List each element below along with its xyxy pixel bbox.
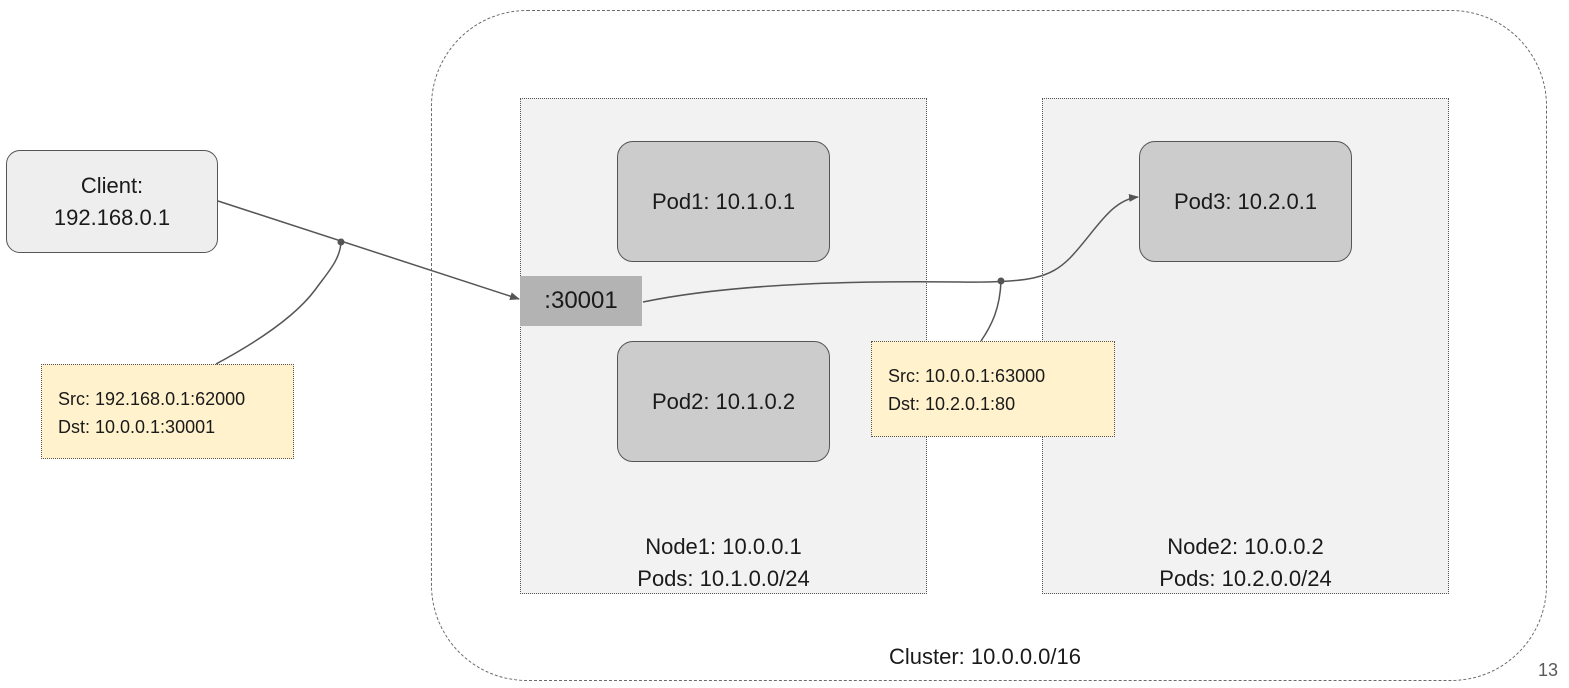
pod2-box: Pod2: 10.1.0.2 [617, 341, 830, 462]
node2-label: Node2: 10.0.0.2 Pods: 10.2.0.0/24 [1042, 531, 1449, 595]
packet-note-client: Src: 192.168.0.1:62000 Dst: 10.0.0.1:300… [41, 364, 294, 459]
packet-note-forwarded-src: Src: 10.0.0.1:63000 [888, 366, 1046, 386]
node-port-label: :30001 [544, 287, 618, 314]
client-to-nodeport-arrow [217, 200, 520, 301]
forwarded-note-callout [980, 280, 1002, 342]
packet-note-client-src: Src: 192.168.0.1:62000 [58, 389, 246, 409]
node1-pods-cidr: Pods: 10.1.0.0/24 [637, 566, 810, 591]
node2-name: Node2: 10.0.0.2 [1167, 534, 1324, 559]
pod1-box: Pod1: 10.1.0.1 [617, 141, 830, 262]
pod1-label: Pod1: 10.1.0.1 [651, 188, 796, 214]
forwarded-note-anchor-dot [997, 277, 1005, 285]
client-note-callout [215, 241, 342, 365]
cluster-label: Cluster: 10.0.0.0/16 [888, 644, 1081, 669]
packet-note-client-dst: Dst: 10.0.0.1:30001 [58, 417, 216, 437]
cluster-boundary [431, 10, 1547, 681]
client-title: Client: [80, 172, 144, 198]
packet-note-forwarded: Src: 10.0.0.1:63000 Dst: 10.2.0.1:80 [871, 341, 1115, 437]
pod3-box: Pod3: 10.2.0.1 [1139, 141, 1352, 262]
client-note-anchor-dot [337, 238, 345, 246]
packet-note-forwarded-dst: Dst: 10.2.0.1:80 [888, 394, 1016, 414]
node-port-box: :30001 [520, 276, 642, 326]
client-ip: 192.168.0.1 [53, 204, 171, 230]
page-number: 13 [1537, 660, 1558, 680]
node1-label: Node1: 10.0.0.1 Pods: 10.1.0.0/24 [520, 531, 927, 595]
client-box: Client: 192.168.0.1 [6, 150, 218, 253]
pod2-label: Pod2: 10.1.0.2 [651, 388, 796, 414]
nodeport-to-pod3-arrow [642, 193, 1139, 303]
node2-pods-cidr: Pods: 10.2.0.0/24 [1159, 566, 1332, 591]
node1-name: Node1: 10.0.0.1 [645, 534, 802, 559]
pod3-label: Pod3: 10.2.0.1 [1173, 188, 1318, 214]
